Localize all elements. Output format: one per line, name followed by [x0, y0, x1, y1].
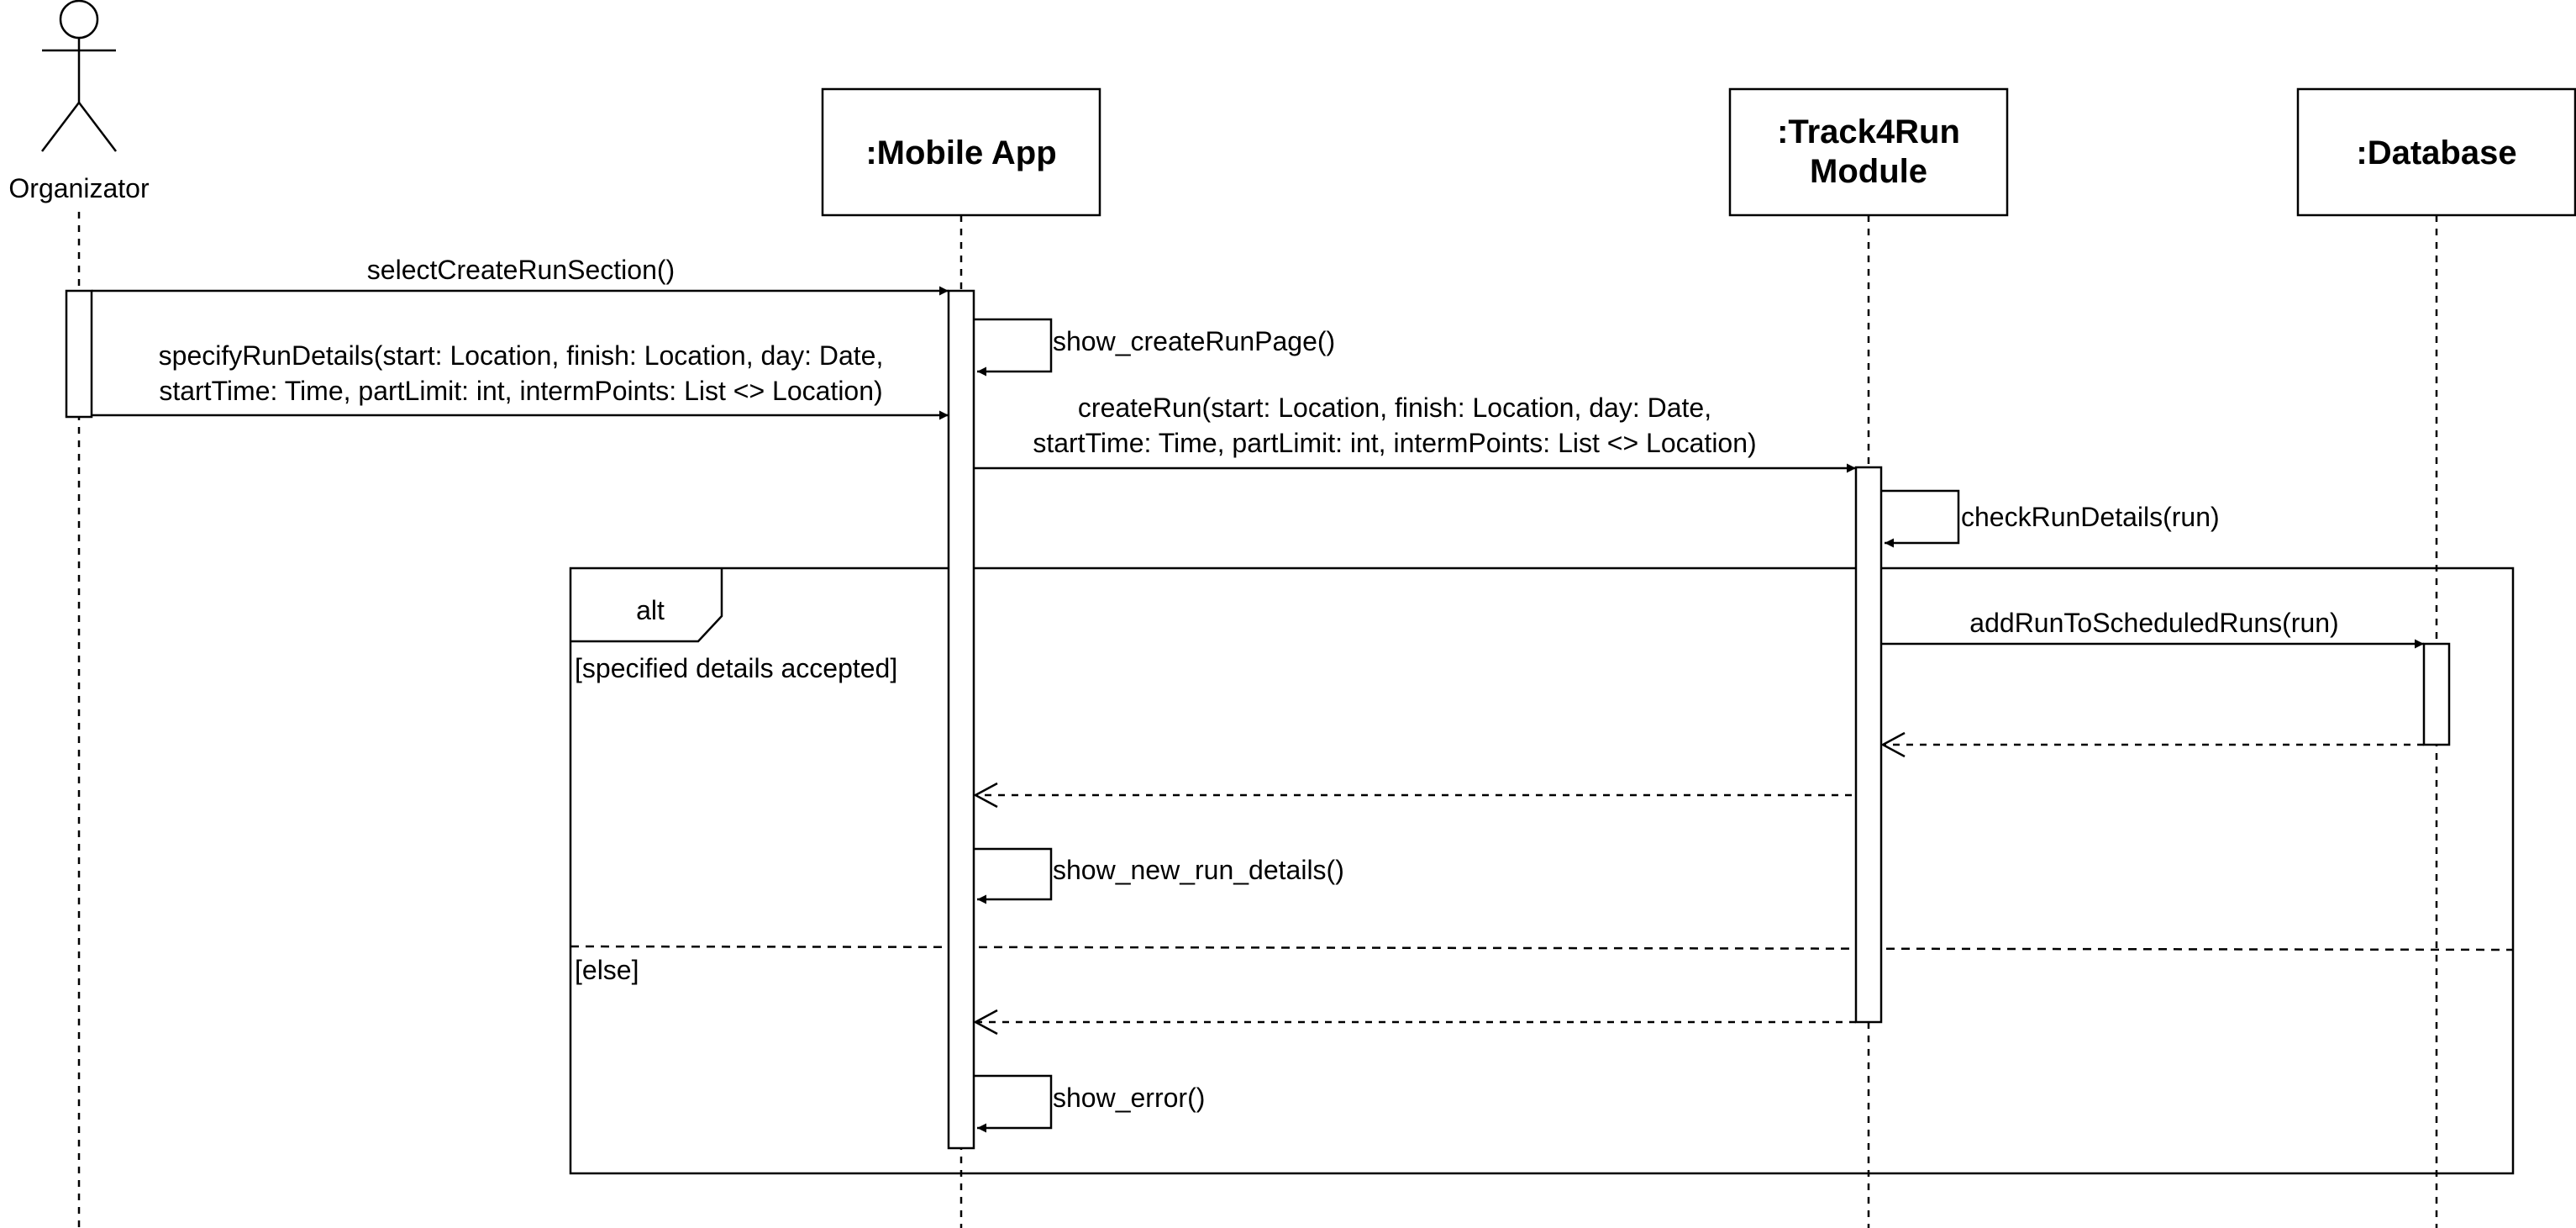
arrow-show-error	[974, 1074, 1053, 1133]
label-specify-line1: specifyRunDetails(start: Location, finis…	[159, 340, 884, 371]
label-create-line1: createRun(start: Location, finish: Locat…	[1078, 393, 1711, 423]
message-show-create-page: show_createRunPage()	[974, 318, 1335, 377]
label-show-create-page: show_createRunPage()	[1053, 326, 1335, 356]
message-show-error: show_error()	[974, 1074, 1205, 1133]
return-module-to-app-accepted	[973, 782, 1852, 809]
activation-organizator	[65, 289, 93, 419]
label-specify-line2: startTime: Time, partLimit: int, intermP…	[159, 376, 882, 406]
actor-head	[59, 0, 99, 40]
arrow-check-run-details	[1881, 489, 1960, 548]
actor-leg-right	[78, 102, 117, 152]
label-show-new-run-details: show_new_run_details()	[1053, 855, 1344, 885]
lifeline-box-track4run-module	[1728, 87, 2009, 217]
label-create-line2: startTime: Time, partLimit: int, intermP…	[1033, 428, 1756, 458]
message-create-run: createRun(start: Location, finish: Locat…	[974, 393, 1856, 473]
message-specify-run-details: specifyRunDetails(start: Location, finis…	[92, 340, 949, 420]
alt-frame	[569, 567, 2515, 1175]
label-show-error: show_error()	[1053, 1083, 1205, 1113]
lifeline-head-database: :Database	[2296, 87, 2576, 217]
return-database-to-module	[1880, 731, 2424, 758]
return-arrowhead-accepted	[973, 782, 998, 809]
label-select-create-run: selectCreateRunSection()	[367, 255, 675, 285]
lifeline-box-database	[2296, 87, 2576, 217]
actor-name: Organizator	[8, 173, 150, 203]
arrow-show-create-page	[974, 318, 1053, 377]
actor-leg-left	[41, 102, 80, 152]
lifeline-label-track4run-line1: :Track4Run	[1777, 113, 1960, 150]
alt-fragment: alt [specified details accepted] [else]	[569, 567, 2515, 1175]
actor-organizator: Organizator	[8, 0, 150, 203]
message-add-run: addRunToScheduledRuns(run)	[1881, 608, 2424, 649]
lifeline-label-database: :Database	[2356, 134, 2516, 171]
alt-guard-else: [else]	[575, 955, 639, 985]
return-module-to-app-else	[973, 1009, 1856, 1036]
lifeline-box-mobile-app	[821, 87, 1101, 217]
label-add-run: addRunToScheduledRuns(run)	[1969, 608, 2338, 638]
message-select-create-run: selectCreateRunSection()	[92, 255, 949, 296]
lifeline-head-track4run-module: :Track4Run Module	[1728, 87, 2009, 217]
alt-operator-label: alt	[636, 595, 665, 625]
activation-database	[2422, 642, 2451, 746]
activation-mobile-app	[947, 289, 975, 1150]
label-check-run-details: checkRunDetails(run)	[1961, 502, 2220, 532]
alt-else-separator	[570, 945, 2514, 951]
lifeline-label-mobile-app: :Mobile App	[865, 134, 1056, 171]
message-show-new-run-details: show_new_run_details()	[974, 847, 1344, 904]
alt-operator-tab	[570, 568, 723, 643]
return-arrowhead-db	[1880, 731, 1906, 758]
arrow-show-new-run-details	[974, 847, 1053, 904]
activation-track4run-module	[1854, 466, 1883, 1024]
lifeline-head-mobile-app: :Mobile App	[821, 87, 1101, 217]
lifeline-label-track4run-line2: Module	[1810, 153, 1927, 190]
alt-guard-accepted: [specified details accepted]	[575, 653, 897, 683]
return-arrowhead-else	[973, 1009, 998, 1036]
message-check-run-details: checkRunDetails(run)	[1881, 489, 2220, 548]
